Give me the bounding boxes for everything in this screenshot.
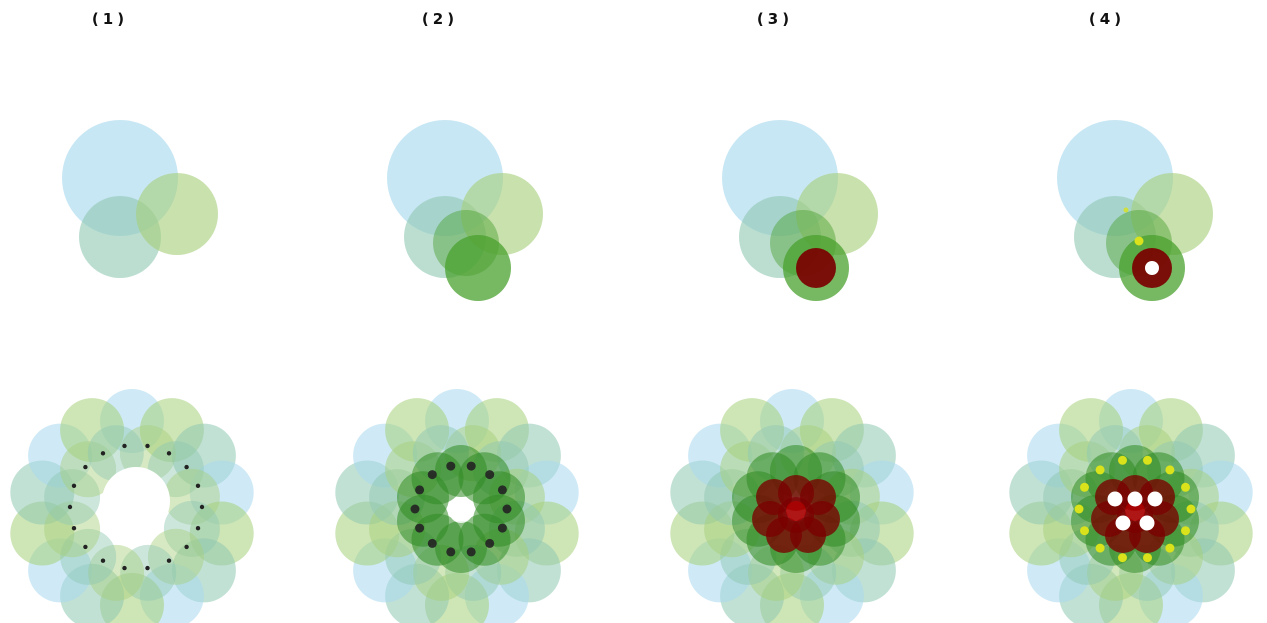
panel-label-2: (2): [421, 10, 459, 28]
top-4-white-center: [1145, 261, 1159, 275]
bottom-1-dot-8: [71, 526, 77, 531]
bottom-1-dot-1: [195, 526, 201, 531]
bottom-1-dot-16: [184, 464, 189, 470]
bottom-1-dot-14: [145, 443, 150, 449]
bottom-1-dot-2: [184, 544, 189, 550]
bottom-1-dot-15: [166, 451, 172, 456]
bottom-2-dark-circle-9: [411, 452, 464, 505]
bottom-4-red-circle-7: [1129, 517, 1165, 553]
panel-label-1: (1): [91, 10, 129, 28]
bottom-2-dot-8: [415, 485, 425, 495]
bottom-4-yellow-dot-13: [1181, 482, 1190, 492]
bottom-4-white-dot-1: [1127, 491, 1143, 507]
bottom-4-yellow-dot-1: [1181, 526, 1190, 536]
bottom-4-white-dot-4: [1139, 515, 1155, 531]
top-4-yellow-dot-b: [1123, 207, 1129, 213]
bottom-2-dot-2: [485, 538, 495, 548]
bottom-2-dot-12: [485, 470, 495, 480]
bottom-1-dot-13: [122, 443, 127, 449]
bottom-2-dot-6: [415, 523, 425, 533]
top-4-yellow-dot-a: [1134, 236, 1144, 246]
bottom-1-dot-5: [122, 565, 127, 571]
bottom-1-dot-4: [145, 565, 150, 571]
bottom-4-yellow-dot-3: [1143, 553, 1152, 563]
bottom-4-yellow-dot-12: [1165, 465, 1175, 475]
bottom-1-dot-0: [199, 504, 205, 510]
top-2-dark-green-circle: [445, 235, 511, 301]
bottom-1-inner-circle-5: [120, 544, 177, 601]
bottom-2-dot-7: [410, 504, 420, 514]
bottom-2-center-gap: [449, 499, 473, 523]
bottom-2-dot-9: [427, 470, 437, 480]
top-3-red-circle: [796, 248, 836, 288]
bottom-2-dot-10: [446, 461, 456, 471]
bottom-4-yellow-dot-2: [1165, 543, 1175, 553]
bottom-1-dot-3: [166, 558, 172, 563]
bottom-4-white-dot-3: [1115, 515, 1131, 531]
top-4-green-circle: [1131, 173, 1213, 255]
bottom-4-yellow-dot-11: [1143, 455, 1152, 465]
bottom-2-dot-3: [466, 547, 476, 557]
top-1-green-circle: [136, 173, 218, 255]
bottom-1-dot-7: [83, 544, 88, 550]
bottom-1-inner-circle-7: [60, 528, 117, 585]
panel-label-4: (4): [1088, 10, 1126, 28]
bottom-2-dot-0: [502, 504, 512, 514]
bottom-3-red-core: [786, 501, 806, 521]
bottom-4-yellow-dot-9: [1095, 465, 1105, 475]
bottom-1-inner-circle-3: [163, 500, 220, 557]
bottom-4-yellow-dot-7: [1074, 504, 1084, 514]
bottom-1-ring-circle-13: [60, 398, 125, 463]
bottom-2-dot-4: [446, 547, 456, 557]
bottom-4-yellow-dot-5: [1095, 543, 1105, 553]
bottom-4-white-dot-0: [1107, 491, 1123, 507]
panel-label-3: (3): [756, 10, 794, 28]
bottom-4-white-dot-2: [1147, 491, 1163, 507]
bottom-4-yellow-dot-6: [1080, 526, 1089, 536]
bottom-1-inner-circle-2: [163, 468, 220, 525]
bottom-1-hollow-center: [102, 467, 170, 535]
bottom-1-inner-circle-4: [147, 528, 204, 585]
bottom-1-dot-12: [100, 451, 106, 456]
bottom-4-yellow-dot-4: [1118, 553, 1127, 563]
bottom-2-dot-1: [497, 523, 507, 533]
bottom-1-inner-circle-11: [87, 425, 144, 482]
bottom-4-red-core: [1125, 501, 1145, 521]
bottom-4-yellow-dot-10: [1118, 455, 1127, 465]
bottom-4-yellow-dot-8: [1080, 482, 1089, 492]
bottom-1-dot-9: [67, 504, 73, 510]
bottom-2-dot-11: [466, 461, 476, 471]
bottom-1-dot-10: [71, 483, 77, 488]
bottom-1-inner-circle-9: [44, 469, 101, 526]
bottom-2-dot-5: [427, 538, 437, 548]
top-3-green-circle: [796, 173, 878, 255]
bottom-3-red-circle-7: [790, 517, 826, 553]
bottom-2-dot-13: [497, 485, 507, 495]
bottom-1-dot-11: [83, 464, 88, 470]
top-2-green-circle: [461, 173, 543, 255]
bottom-1-dot-6: [100, 558, 106, 563]
bottom-1-dot-17: [195, 483, 201, 488]
bottom-4-yellow-dot-0: [1186, 504, 1196, 514]
